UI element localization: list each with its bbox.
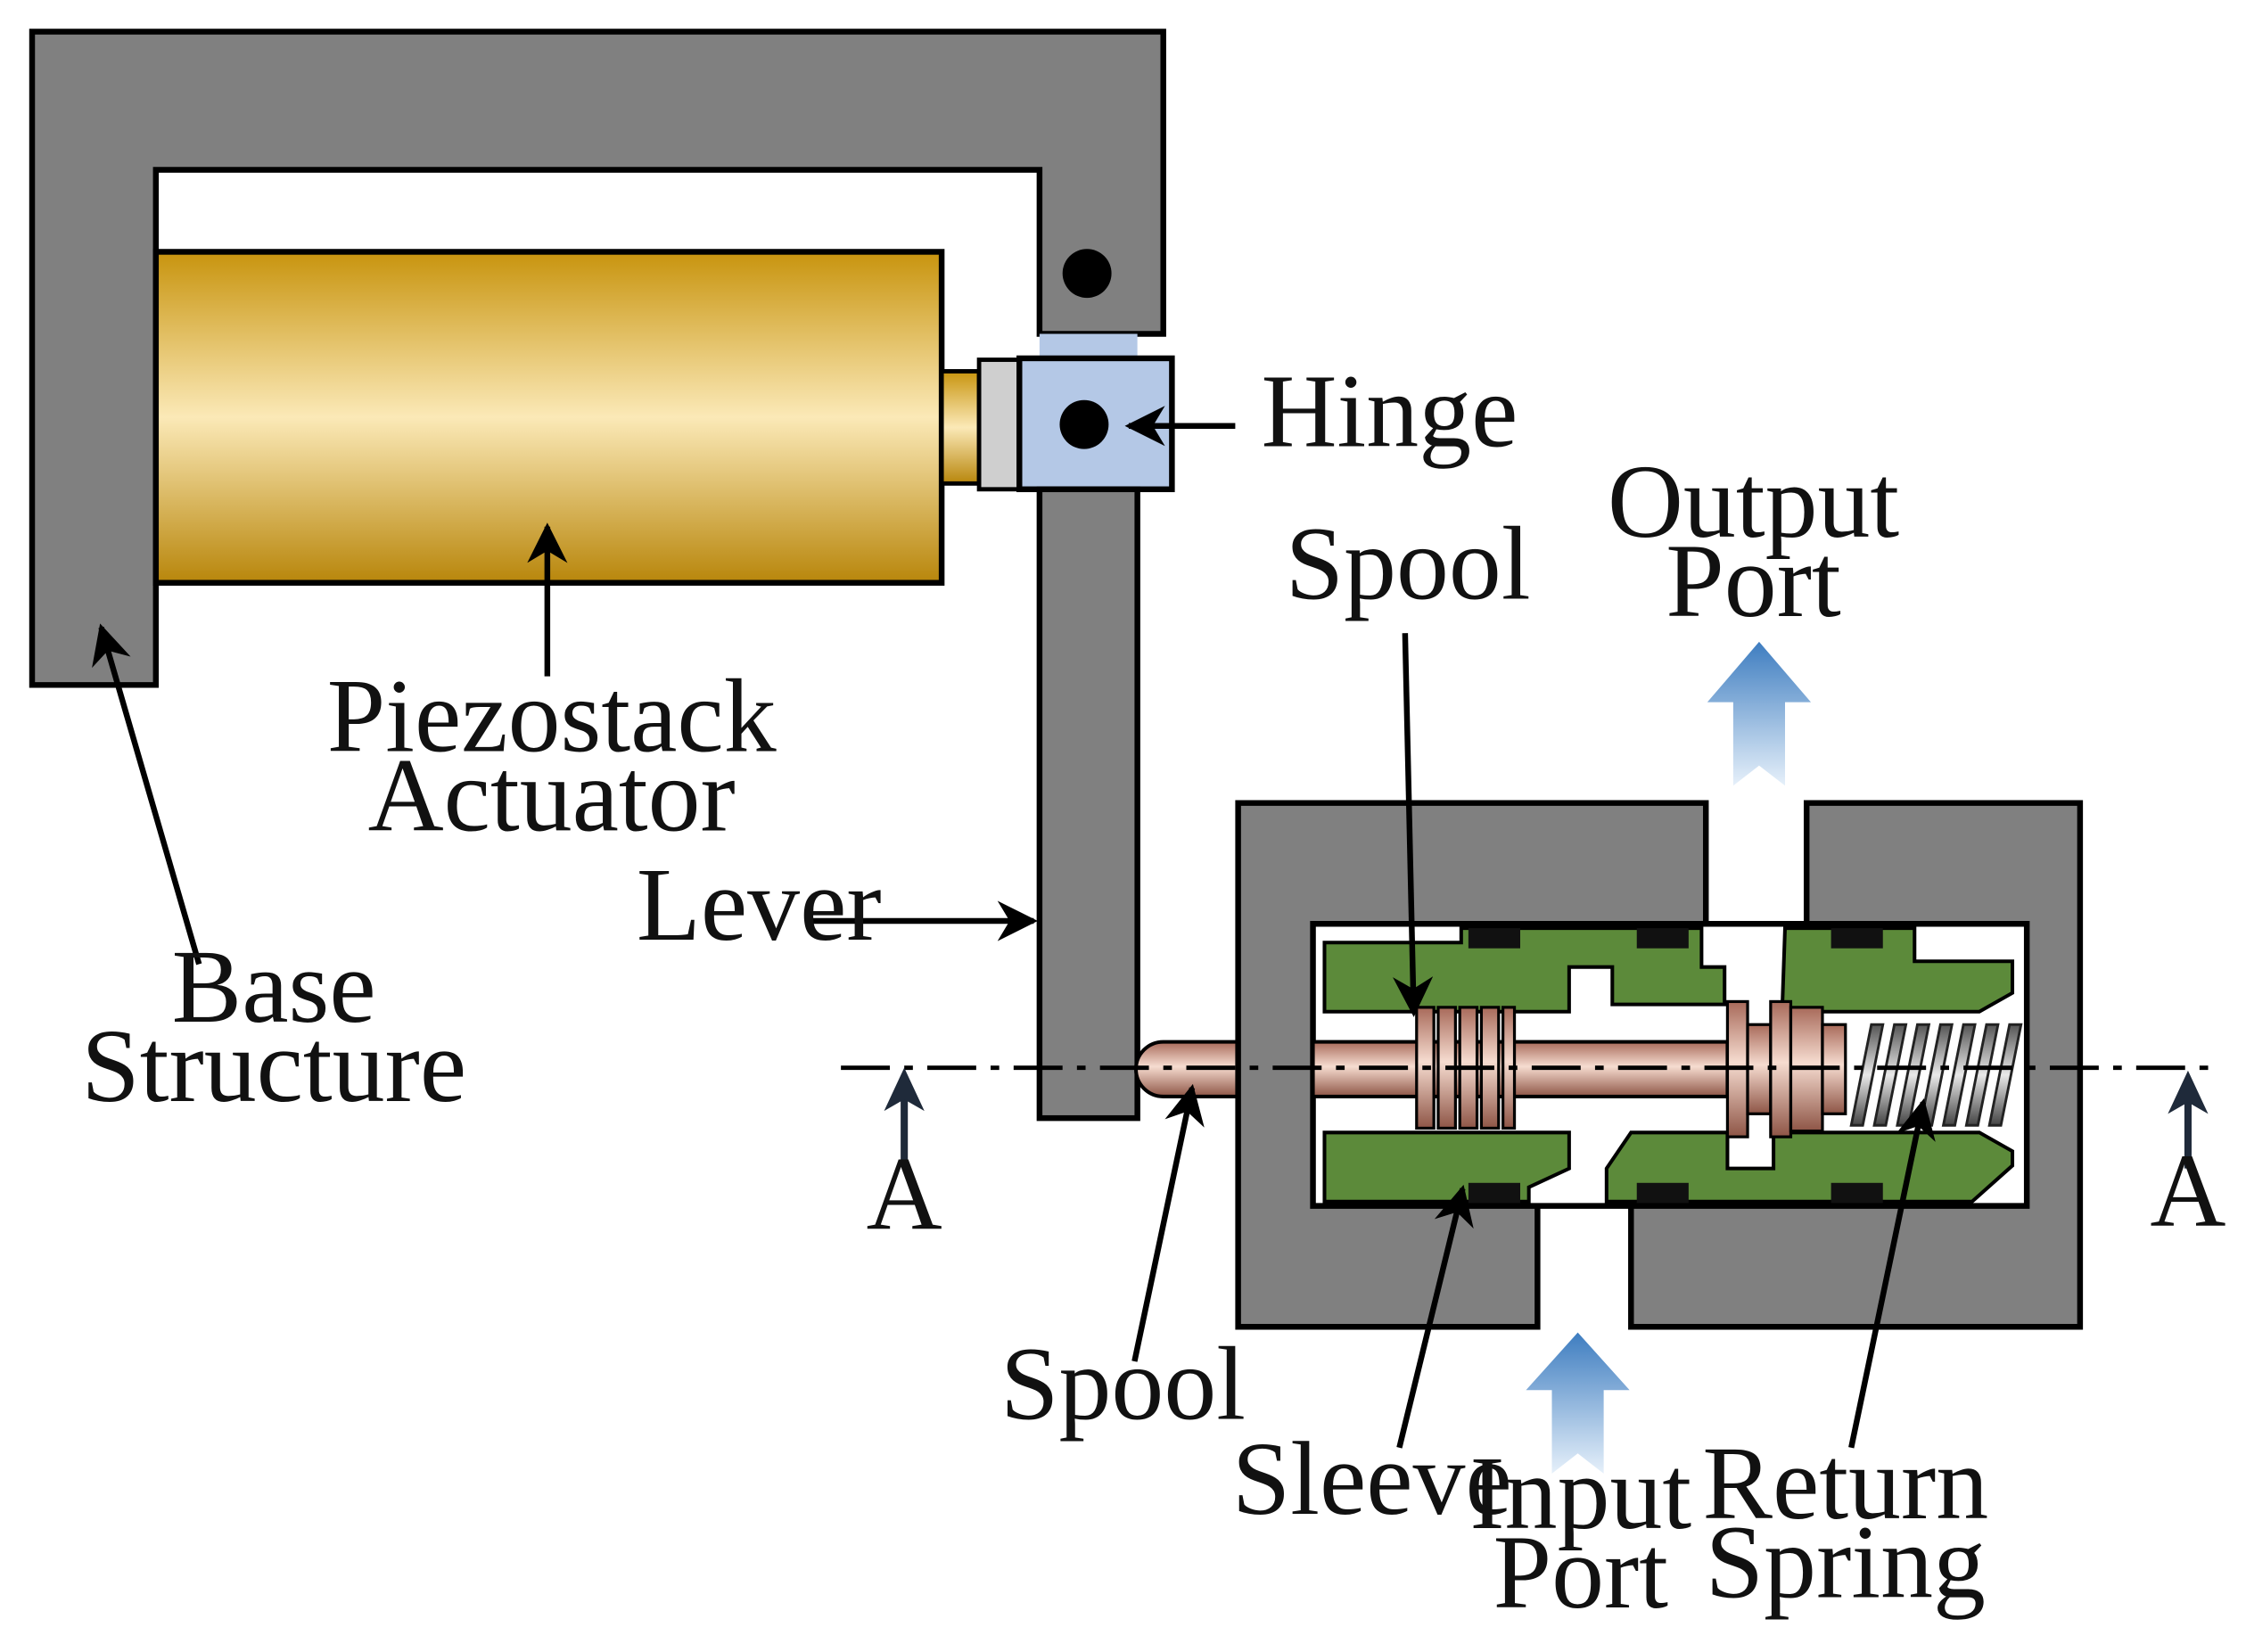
seal [1831,1182,1883,1204]
fixed-pivot [1062,249,1112,299]
piezostack-actuator-label: Actuator [368,737,736,853]
input-port-label: Input [1469,1435,1691,1551]
seal [1636,928,1689,949]
flow-arrow-up-icon [1707,641,1812,786]
return-spring-label: Spring [1706,1505,1986,1621]
base-structure [29,29,1166,688]
sleeve-upper-right [1780,926,2015,1014]
hinge-pin [1059,399,1109,449]
seal [1831,928,1883,949]
section-label-left: A [867,1136,942,1252]
sleeve-lower-left [1322,1130,1571,1204]
seal [1636,1182,1689,1204]
piezostack-actuator-label: Piezostack [327,659,777,775]
sleeve-label: Sleeve [1232,1421,1512,1537]
lever [1036,486,1140,1122]
valve-housing [1235,800,2084,1330]
input-port-label: Port [1493,1515,1669,1631]
arrow-up-icon [884,1067,925,1166]
leader-arrows [92,406,1936,1449]
output-port-label: Output [1608,444,1900,560]
actuator-tip [939,369,982,486]
actuator-contact-pad [976,358,1022,492]
arrow-up-icon [2168,1070,2209,1169]
spool-label: Spool [1286,505,1531,621]
output-port-label: Port [1666,523,1841,639]
return-spring [1849,1023,2023,1127]
spool-label: Spool [1000,1327,1246,1442]
lever-label: Lever [637,847,882,963]
seal [1468,1182,1520,1204]
seal [1468,928,1520,949]
section-label-right: A [2150,1133,2225,1249]
base-structure-label: Base [172,929,376,1045]
hinge-label: Hinge [1261,353,1518,469]
base-structure-label: Structure [81,1008,466,1124]
return-spring-label: Return [1702,1426,1988,1541]
